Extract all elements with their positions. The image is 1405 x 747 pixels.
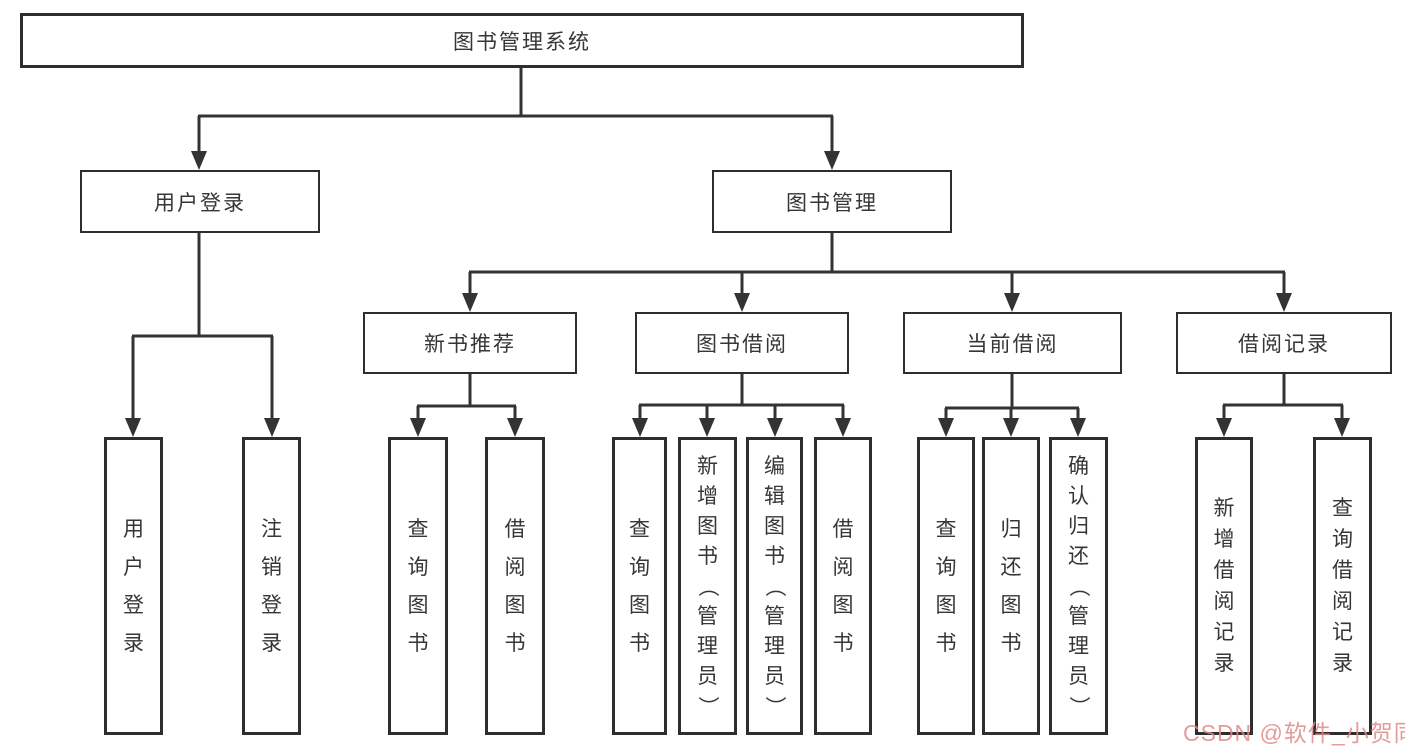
node-book-management-label: 图书管理 [786,191,878,215]
leaf-user-login-label: 用户登录 [123,517,144,655]
arrow-heads [125,151,1350,437]
leaf-add-book-admin-label: 新增图书（管理员） [696,454,719,717]
node-current-borrow: 当前借阅 [903,312,1122,374]
leaf-query-book-3-label: 查询图书 [935,517,957,655]
node-book-management: 图书管理 [712,170,952,233]
leaf-query-borrow-record: 查询借阅记录 [1313,437,1372,735]
leaf-add-borrow-record: 新增借阅记录 [1195,437,1253,735]
leaf-add-book-admin: 新增图书（管理员） [678,437,737,735]
leaf-borrow-book-2: 借阅图书 [814,437,872,735]
leaf-query-borrow-record-label: 查询借阅记录 [1332,497,1353,675]
node-new-book-recommend-label: 新书推荐 [424,333,516,356]
leaf-edit-book-admin: 编辑图书（管理员） [746,437,803,735]
csdn-watermark: CSDN @软件_小贺同学 [1183,720,1405,746]
node-root-label: 图书管理系统 [453,30,591,54]
node-borrow-record-label: 借阅记录 [1238,333,1330,356]
leaf-user-login: 用户登录 [104,437,163,735]
node-book-borrow: 图书借阅 [635,312,849,374]
leaf-logout-label: 注销登录 [261,517,282,655]
leaf-borrow-book-1-label: 借阅图书 [504,517,526,655]
leaf-return-book-label: 归还图书 [1000,517,1022,655]
node-root: 图书管理系统 [20,13,1024,68]
leaf-borrow-book-2-label: 借阅图书 [832,517,854,655]
node-book-borrow-label: 图书借阅 [696,333,788,356]
leaf-query-book-3: 查询图书 [917,437,975,735]
node-current-borrow-label: 当前借阅 [966,333,1059,356]
leaf-logout: 注销登录 [242,437,301,735]
leaf-confirm-return-admin-label: 确认归还（管理员） [1067,454,1090,717]
leaf-query-book-1: 查询图书 [388,437,448,735]
leaf-borrow-book-1: 借阅图书 [485,437,545,735]
connector-lines [131,68,1344,421]
node-borrow-record: 借阅记录 [1176,312,1392,374]
node-user-login: 用户登录 [80,170,320,233]
leaf-query-book-2: 查询图书 [612,437,667,735]
leaf-confirm-return-admin: 确认归还（管理员） [1049,437,1108,735]
leaf-query-book-2-label: 查询图书 [629,517,650,655]
leaf-return-book: 归还图书 [982,437,1040,735]
node-new-book-recommend: 新书推荐 [363,312,577,374]
leaf-query-book-1-label: 查询图书 [407,517,429,655]
leaf-edit-book-admin-label: 编辑图书（管理员） [763,454,786,717]
node-user-login-label: 用户登录 [154,191,246,215]
leaf-add-borrow-record-label: 新增借阅记录 [1213,497,1235,675]
